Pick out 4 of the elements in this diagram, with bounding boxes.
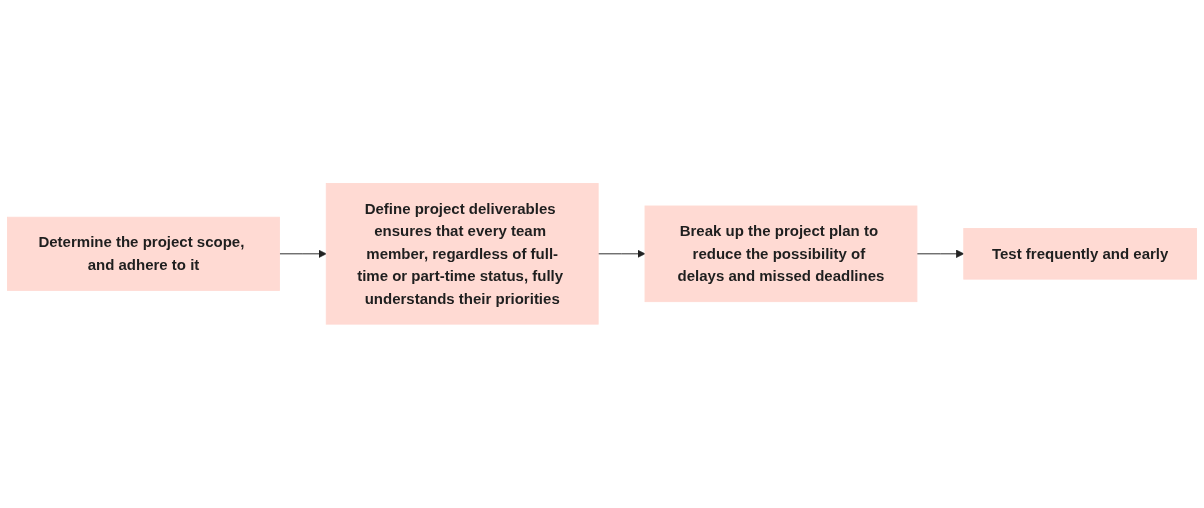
node-box: Define project deliverables ensures that every team member, regardless of full-time or part-time status, fully understands their priorities bbox=[325, 183, 599, 325]
node-box: Test frequently and early bbox=[963, 228, 1197, 280]
node-box: Determine the project scope, and adhere to it bbox=[7, 216, 280, 292]
node-box: Break up the project plan to reduce the possibility of delays and missed deadlines bbox=[644, 205, 918, 303]
